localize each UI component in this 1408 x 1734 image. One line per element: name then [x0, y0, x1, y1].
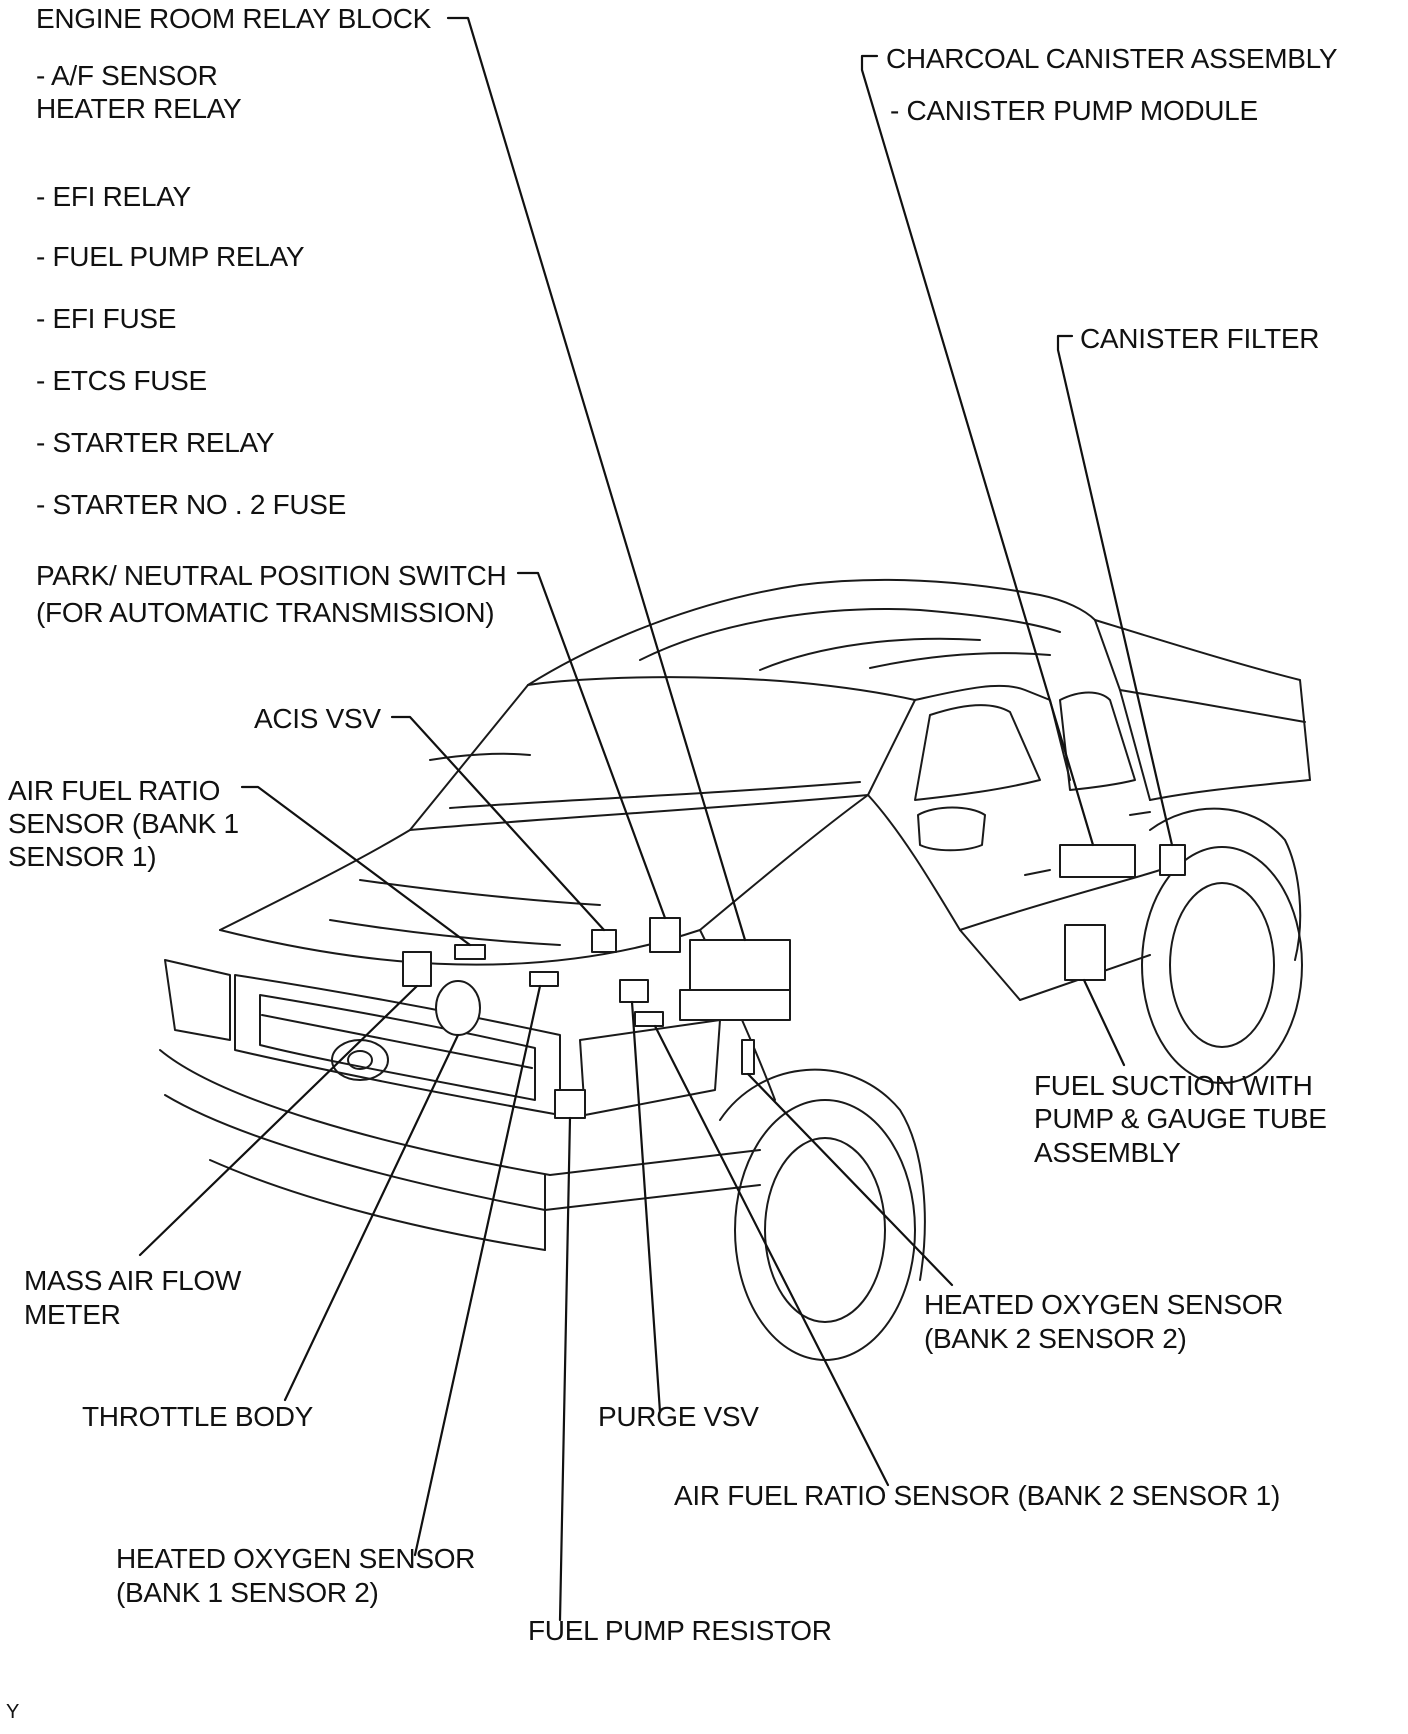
components [402, 844, 1186, 1119]
leader-fuel-pump-resistor [558, 1116, 572, 1622]
o2-sensor-b2s2-shape [741, 1039, 755, 1075]
label-af-ratio-b1s1-line2: SENSOR (BANK 1 [8, 808, 239, 839]
label-fuel-pump-relay: - FUEL PUMP RELAY [36, 241, 305, 272]
af-sensor-b2s1-shape [634, 1011, 664, 1027]
label-engine-room-relay-block: ENGINE ROOM RELAY BLOCK [36, 3, 432, 34]
label-af-sensor-heater-relay-line1: - A/F SENSOR [36, 60, 218, 91]
leader-af-ratio-b2s1 [653, 1024, 890, 1487]
label-heated-o2-b1s2-line1: HEATED OXYGEN SENSOR [116, 1543, 475, 1574]
leader-throttle-body [283, 1033, 460, 1402]
label-fuel-suction-line3: ASSEMBLY [1034, 1137, 1181, 1168]
label-etcs-fuse: - ETCS FUSE [36, 365, 207, 396]
label-af-ratio-b1s1-line1: AIR FUEL RATIO [8, 775, 220, 806]
label-af-sensor-heater-relay-line2: HEATER RELAY [36, 93, 242, 124]
fuel-pump-resistor-shape [554, 1089, 586, 1119]
leader-heated-o2-b1s2 [413, 984, 542, 1557]
acis-vsv-shape [591, 929, 617, 953]
label-af-ratio-b1s1-line3: SENSOR 1) [8, 841, 156, 872]
label-heated-o2-b2s2-line1: HEATED OXYGEN SENSOR [924, 1289, 1283, 1320]
leader-mass-air-flow [138, 984, 419, 1257]
callout-labels: ENGINE ROOM RELAY BLOCK - A/F SENSOR HEA… [6, 3, 1338, 1723]
leader-park-neutral [516, 571, 667, 920]
leader-fuel-suction [1082, 978, 1126, 1067]
label-starter-relay: - STARTER RELAY [36, 427, 275, 458]
leader-engine-room-relay-block [446, 16, 747, 942]
canister-filter-shape [1159, 844, 1186, 876]
label-efi-fuse: - EFI FUSE [36, 303, 176, 334]
label-acis-vsv: ACIS VSV [254, 703, 381, 734]
label-charcoal-canister: CHARCOAL CANISTER ASSEMBLY [886, 43, 1338, 74]
label-canister-filter: CANISTER FILTER [1080, 323, 1319, 354]
leader-lines [138, 16, 1174, 1622]
throttle-body-shape [435, 980, 481, 1036]
label-mass-air-flow-line1: MASS AIR FLOW [24, 1265, 242, 1296]
purge-vsv-shape [619, 979, 649, 1003]
leader-heated-o2-b2s2 [746, 1072, 954, 1287]
figure-code: Y [6, 1701, 19, 1723]
label-throttle-body: THROTTLE BODY [82, 1401, 314, 1432]
label-fuel-suction-line1: FUEL SUCTION WITH [1034, 1070, 1313, 1101]
label-canister-pump-module: - CANISTER PUMP MODULE [890, 95, 1258, 126]
label-park-neutral-line1: PARK/ NEUTRAL POSITION SWITCH [36, 560, 506, 591]
canister-shape [1059, 844, 1136, 878]
label-heated-o2-b2s2-line2: (BANK 2 SENSOR 2) [924, 1323, 1187, 1354]
label-fuel-suction-line2: PUMP & GAUGE TUBE [1034, 1103, 1327, 1134]
leader-purge-vsv [630, 1000, 662, 1414]
pickup-truck-outline [159, 578, 1311, 1361]
label-mass-air-flow-line2: METER [24, 1299, 121, 1330]
af-sensor-b1s1-shape [454, 944, 486, 960]
leader-charcoal-canister [860, 54, 1095, 847]
label-purge-vsv: PURGE VSV [598, 1401, 759, 1432]
label-park-neutral-line2: (FOR AUTOMATIC TRANSMISSION) [36, 597, 494, 628]
fuel-pump-shape [1064, 924, 1106, 981]
label-af-ratio-b2s1: AIR FUEL RATIO SENSOR (BANK 2 SENSOR 1) [674, 1480, 1280, 1511]
leader-acis-vsv [390, 715, 606, 932]
label-starter-no2-fuse: - STARTER NO . 2 FUSE [36, 489, 346, 520]
label-efi-relay: - EFI RELAY [36, 181, 192, 212]
label-heated-o2-b1s2-line2: (BANK 1 SENSOR 2) [116, 1577, 379, 1608]
maf-shape [402, 951, 432, 987]
park-neutral-shape [649, 917, 681, 953]
leader-canister-filter [1056, 334, 1174, 847]
leader-af-ratio-b1s1 [240, 785, 472, 947]
relay-block-bracket [679, 989, 791, 1021]
label-fuel-pump-resistor: FUEL PUMP RESISTOR [528, 1615, 832, 1646]
o2-sensor-b1s2-shape [529, 971, 559, 987]
